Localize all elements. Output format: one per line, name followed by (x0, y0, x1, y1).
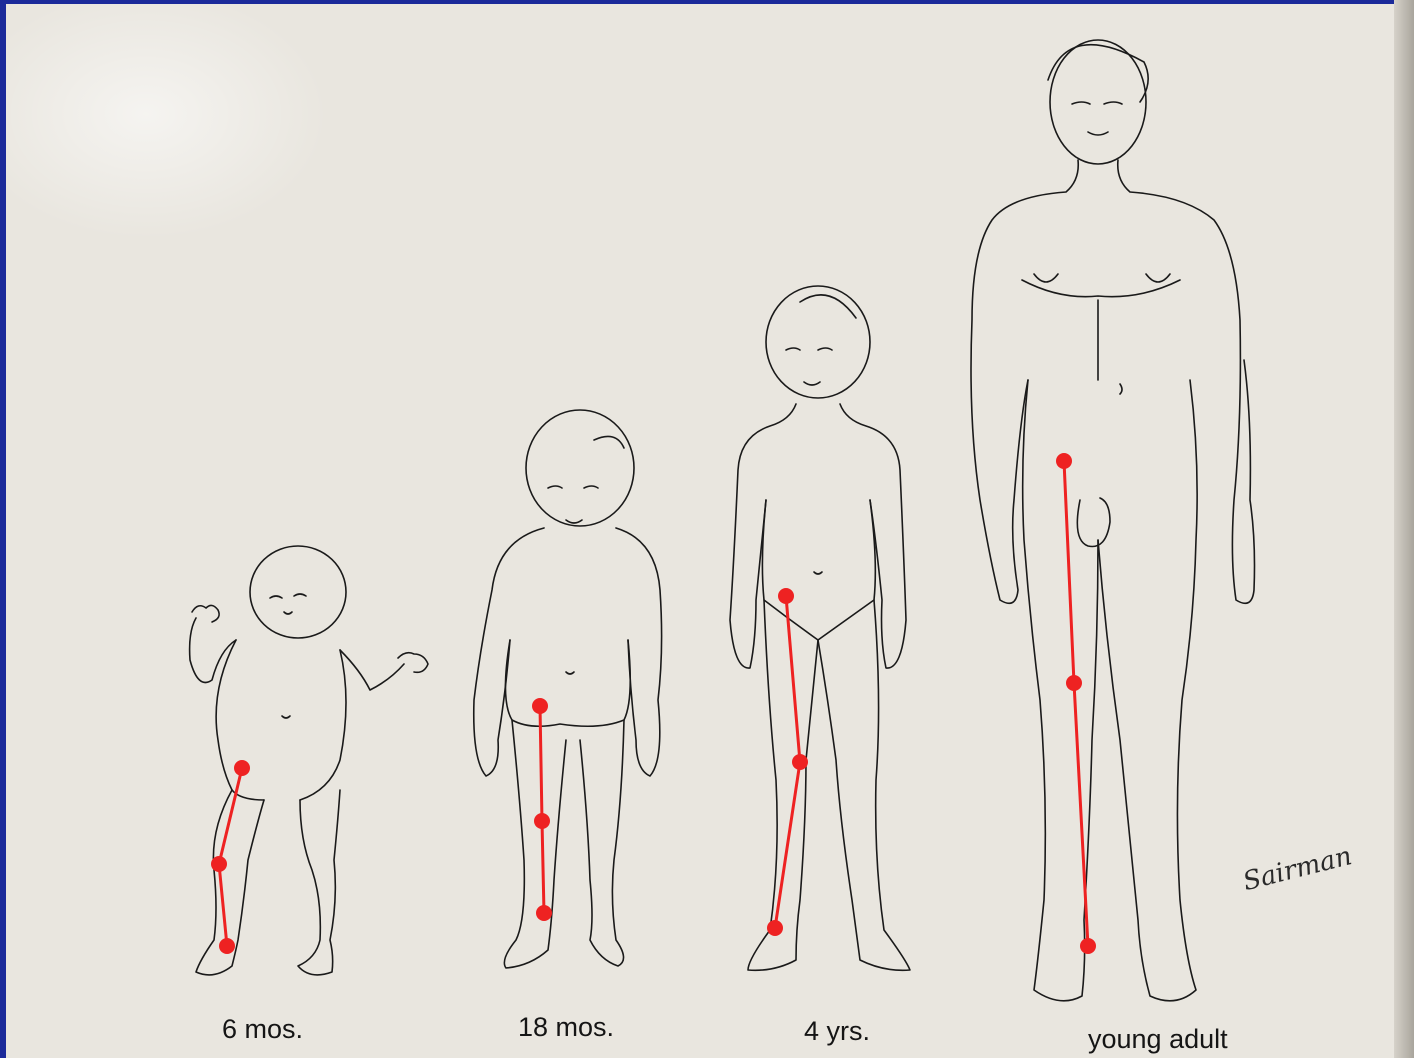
ankle-joint-dot (536, 905, 552, 921)
knee-joint-dot (534, 813, 550, 829)
figure-4-yrs (730, 286, 910, 970)
caption-young-adult: young adult (1088, 1024, 1228, 1055)
figure-18-mos (474, 410, 662, 968)
hip-joint-dot (1056, 453, 1072, 469)
caption-4-yrs: 4 yrs. (804, 1016, 870, 1047)
knee-joint-dot (792, 754, 808, 770)
figure-6-mos (190, 546, 428, 975)
knee-joint-dot (1066, 675, 1082, 691)
ankle-joint-dot (219, 938, 235, 954)
hip-joint-dot (532, 698, 548, 714)
caption-6-mos: 6 mos. (222, 1014, 303, 1045)
ankle-joint-dot (1080, 938, 1096, 954)
figure-young-adult (971, 40, 1255, 1001)
ankle-joint-dot (767, 920, 783, 936)
knee-joint-dot (211, 856, 227, 872)
caption-18-mos: 18 mos. (518, 1012, 614, 1043)
hip-joint-dot (234, 760, 250, 776)
hip-joint-dot (778, 588, 794, 604)
